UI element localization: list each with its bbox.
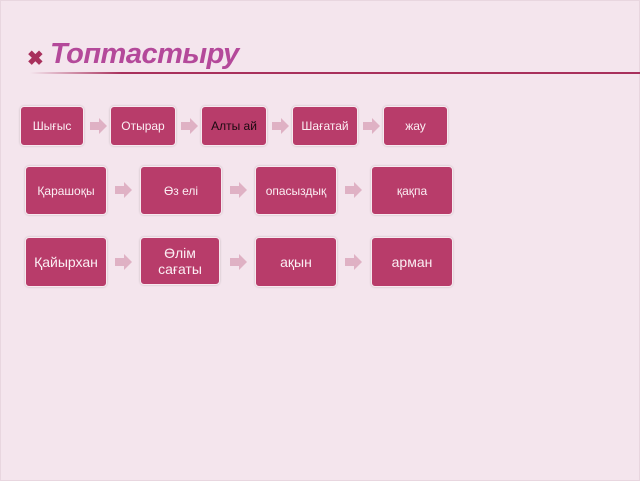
box-r1-2: Отырар bbox=[110, 106, 176, 146]
slide-title: Топтастыру bbox=[50, 38, 239, 70]
box-r1-3: Алты ай bbox=[201, 106, 267, 146]
box-r2-4: қақпа bbox=[371, 166, 453, 215]
box-r1-4: Шағатай bbox=[292, 106, 358, 146]
box-r2-2: Өз елі bbox=[140, 166, 222, 215]
box-r1-5: жау bbox=[383, 106, 448, 146]
box-r3-3: ақын bbox=[255, 237, 337, 287]
box-r2-3: опасыздық bbox=[255, 166, 337, 215]
title-underline bbox=[30, 72, 640, 74]
box-r3-4: арман bbox=[371, 237, 453, 287]
bullet-x-icon: ✖ bbox=[27, 48, 44, 70]
box-r3-1: Қайырхан bbox=[25, 237, 107, 287]
box-r2-1: Қарашоқы bbox=[25, 166, 107, 215]
box-r3-2: Өлім сағаты bbox=[140, 237, 220, 285]
box-r1-1: Шығыс bbox=[20, 106, 84, 146]
